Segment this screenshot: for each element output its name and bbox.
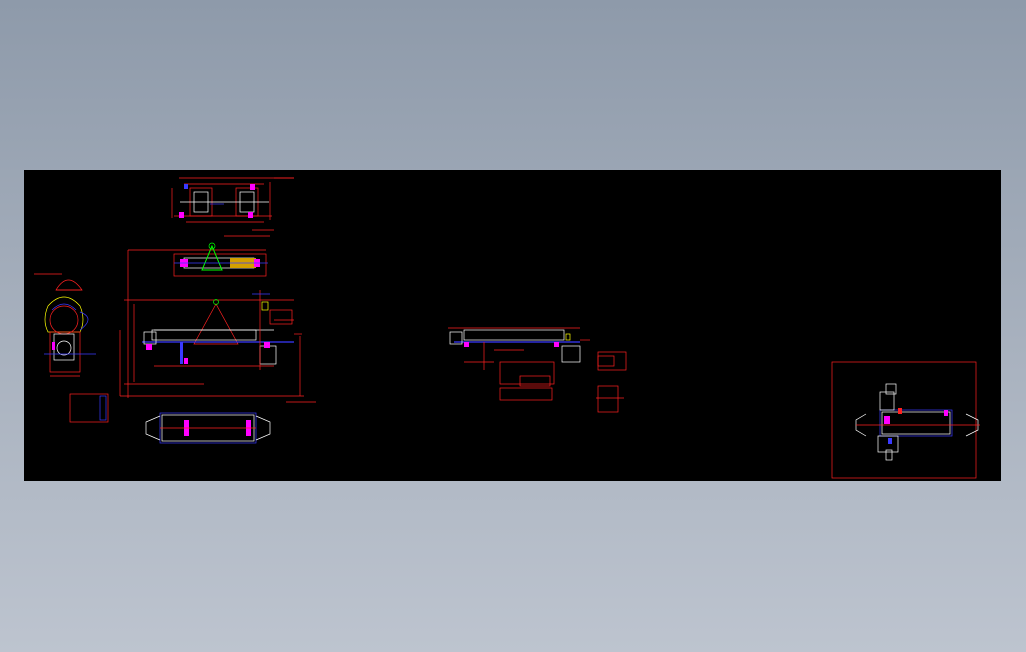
title-frame-assembly[interactable] — [831, 361, 980, 479]
side-elevation[interactable] — [119, 290, 316, 403]
lifting-beam-small[interactable] — [127, 242, 268, 398]
end-view[interactable] — [34, 273, 109, 423]
cad-drawing-canvas — [34, 177, 980, 479]
top-gear-detail[interactable] — [171, 177, 294, 237]
plan-view[interactable] — [145, 412, 271, 444]
mid-elevation[interactable] — [448, 327, 590, 370]
section-details[interactable] — [499, 351, 627, 413]
cad-drawing-viewport[interactable] — [24, 170, 1001, 481]
